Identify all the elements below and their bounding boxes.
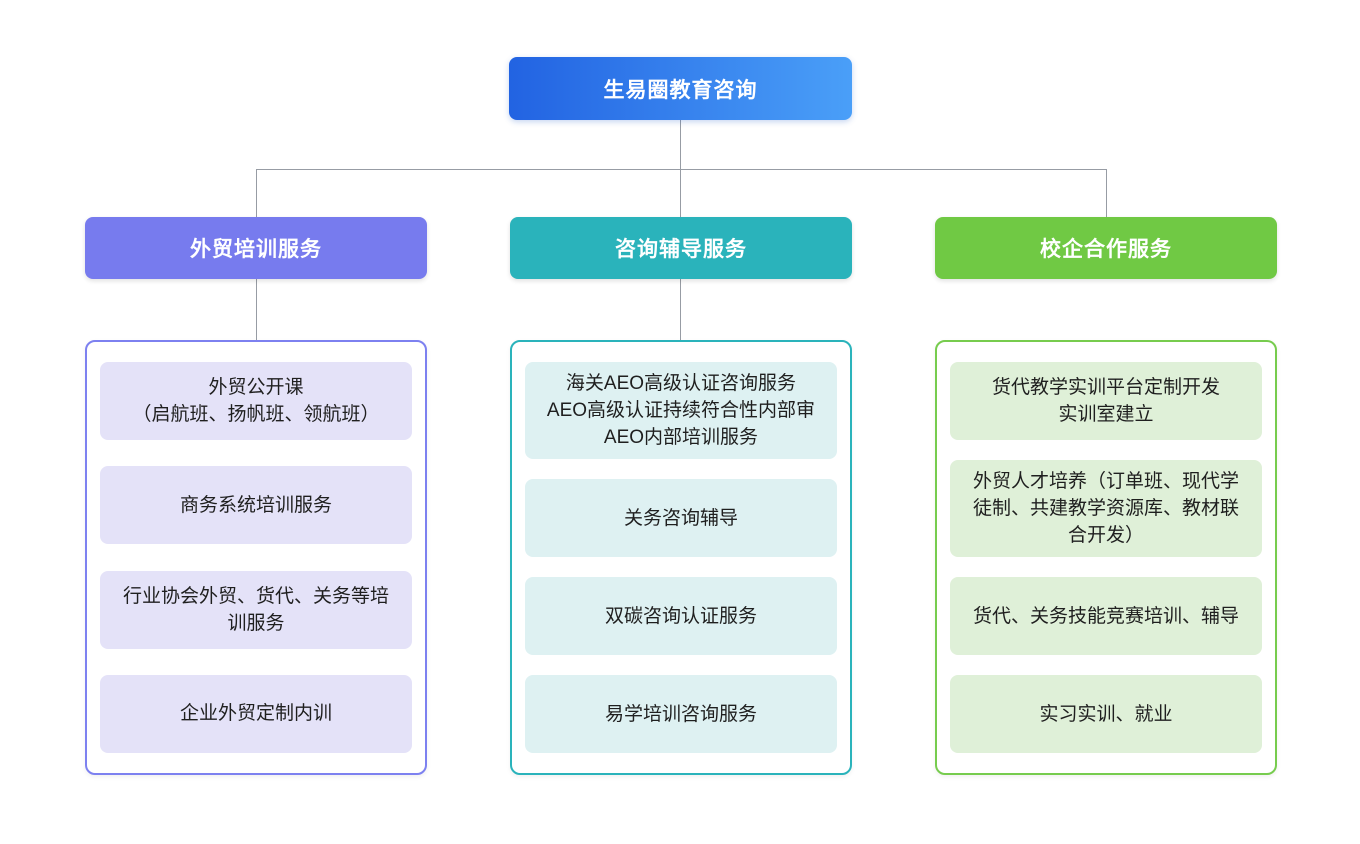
leaf-node-label: 商务系统培训服务 (179, 494, 332, 516)
connector-header-container-center (680, 279, 681, 340)
branch-header-label: 外贸培训服务 (190, 238, 322, 261)
leaf-node-label: 货代、关务技能竞赛培训、辅导 (972, 605, 1239, 627)
connector-header-container-left (256, 279, 257, 340)
branch-container-trade-training: 外贸公开课 （启航班、扬帆班、领航班） 商务系统培训服务 行业协会外贸、货代、关… (85, 340, 427, 775)
leaf-node[interactable]: 行业协会外贸、货代、关务等培训服务 (100, 570, 412, 649)
leaf-node-label: 外贸公开课 （启航班、扬帆班、领航班） (132, 377, 380, 425)
leaf-node-label: 实习实训、就业 (1039, 703, 1173, 725)
leaf-node[interactable]: 双碳咨询认证服务 (525, 577, 837, 655)
leaf-node[interactable]: 企业外贸定制内训 (100, 674, 412, 753)
connector-drop-center (680, 169, 681, 217)
leaf-node-label: 企业外贸定制内训 (179, 703, 332, 725)
branch-header-consulting[interactable]: 咨询辅导服务 (510, 217, 852, 279)
leaf-node-label: 外贸人才培养（订单班、现代学徒制、共建教学资源库、教材联合开发） (972, 471, 1239, 546)
leaf-node-label: 易学培训咨询服务 (604, 703, 757, 725)
branch-container-school-enterprise: 货代教学实训平台定制开发 实训室建立 外贸人才培养（订单班、现代学徒制、共建教学… (935, 340, 1277, 775)
leaf-node-label: 双碳咨询认证服务 (604, 605, 757, 627)
leaf-node[interactable]: 海关AEO高级认证咨询服务 AEO高级认证持续符合性内部审 AEO内部培训服务 (525, 362, 837, 459)
connector-drop-left (256, 169, 257, 217)
leaf-node[interactable]: 易学培训咨询服务 (525, 675, 837, 753)
leaf-node[interactable]: 外贸人才培养（订单班、现代学徒制、共建教学资源库、教材联合开发） (950, 460, 1262, 557)
branch-header-trade-training[interactable]: 外贸培训服务 (85, 217, 427, 279)
root-node-label: 生易圈教育咨询 (603, 78, 758, 102)
branch-header-school-enterprise[interactable]: 校企合作服务 (935, 217, 1277, 279)
leaf-node[interactable]: 外贸公开课 （启航班、扬帆班、领航班） (100, 362, 412, 440)
leaf-node[interactable]: 实习实训、就业 (950, 675, 1262, 753)
leaf-node[interactable]: 商务系统培训服务 (100, 466, 412, 545)
leaf-node-label: 行业协会外贸、货代、关务等培训服务 (122, 585, 389, 634)
connector-horizontal-bus (256, 169, 1107, 170)
connector-drop-right (1106, 169, 1107, 217)
branch-container-consulting: 海关AEO高级认证咨询服务 AEO高级认证持续符合性内部审 AEO内部培训服务 … (510, 340, 852, 775)
branch-header-label: 校企合作服务 (1040, 238, 1172, 261)
connector-root-vertical (680, 120, 681, 169)
leaf-node[interactable]: 货代、关务技能竞赛培训、辅导 (950, 577, 1262, 655)
leaf-node-label: 关务咨询辅导 (623, 507, 738, 529)
leaf-node[interactable]: 关务咨询辅导 (525, 479, 837, 557)
leaf-node-label: 货代教学实训平台定制开发 实训室建立 (991, 377, 1220, 425)
leaf-node-label: 海关AEO高级认证咨询服务 AEO高级认证持续符合性内部审 AEO内部培训服务 (546, 373, 816, 448)
branch-header-label: 咨询辅导服务 (615, 238, 747, 261)
leaf-node[interactable]: 货代教学实训平台定制开发 实训室建立 (950, 362, 1262, 440)
root-node[interactable]: 生易圈教育咨询 (509, 57, 852, 120)
